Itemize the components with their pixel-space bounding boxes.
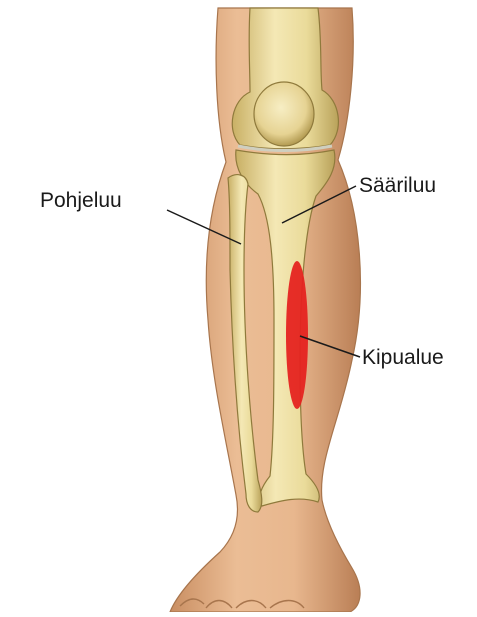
fibula-label: Pohjeluu [40, 190, 122, 211]
pain-area-label: Kipualue [362, 347, 444, 368]
tibia-label: Sääriluu [359, 175, 436, 196]
patella-bone [254, 82, 314, 146]
pain-area-highlight [286, 261, 308, 409]
